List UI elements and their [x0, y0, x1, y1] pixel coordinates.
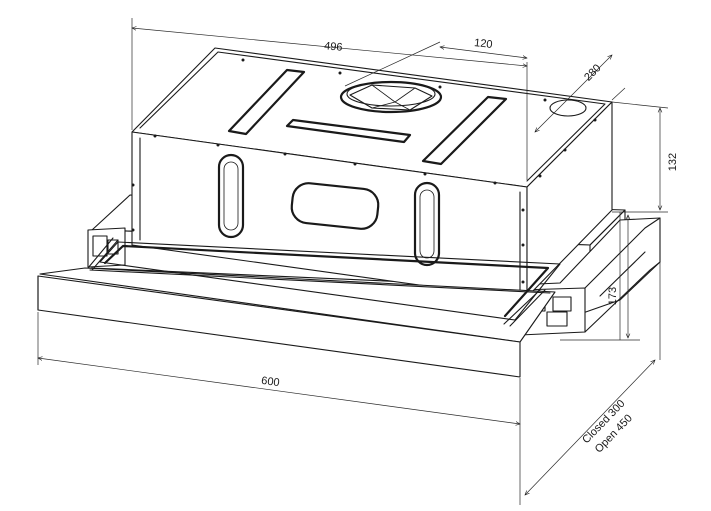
hood-body	[131, 47, 613, 301]
top-slot-center	[285, 118, 412, 144]
dim-label-280: 280	[582, 62, 603, 83]
dim-label-132: 132	[667, 153, 679, 171]
dim-label-600: 600	[261, 375, 281, 389]
dim-label-496: 496	[324, 40, 343, 54]
dimension-lines	[38, 18, 669, 505]
top-slot-right	[421, 95, 508, 166]
top-slot-left	[227, 68, 306, 136]
duct-outlet	[339, 80, 443, 114]
dim-label-120: 120	[474, 37, 494, 51]
front-slot-left	[217, 153, 245, 239]
dim-label-173: 173	[607, 287, 619, 305]
front-slot-center	[290, 182, 380, 230]
front-slot-right	[413, 181, 441, 267]
